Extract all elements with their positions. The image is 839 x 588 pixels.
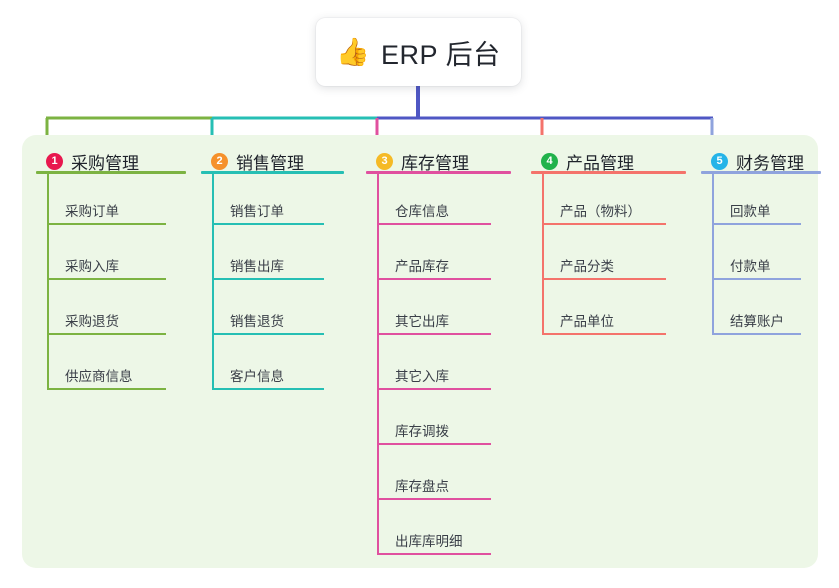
branch-leaf-rule <box>712 333 801 335</box>
branch-leaf-label: 结算账户 <box>730 314 784 329</box>
branch-leaf-label: 产品分类 <box>560 259 614 274</box>
branch-leaf[interactable]: 库存调拨 <box>377 415 503 445</box>
branch-column-2: 2 销售管理销售订单销售出库销售退货客户信息 <box>201 135 344 396</box>
branch-leaf[interactable]: 客户信息 <box>212 360 336 390</box>
branch-leaf-rule <box>377 553 491 555</box>
branch-leaf-label: 采购退货 <box>65 314 119 329</box>
branch-leaf-label: 其它出库 <box>395 314 449 329</box>
branch-leaf-label: 付款单 <box>730 259 771 274</box>
branch-leaf[interactable]: 销售退货 <box>212 305 336 335</box>
branch-leaf-rule <box>542 278 666 280</box>
branch-header-rule <box>366 171 511 174</box>
branch-leaf-rule <box>212 333 324 335</box>
branch-number-badge: 1 <box>46 152 63 170</box>
branch-leaf-label: 库存盘点 <box>395 479 449 494</box>
branch-leaf-label: 回款单 <box>730 204 771 219</box>
branch-leaf-rule <box>47 333 166 335</box>
branch-spine <box>377 171 379 555</box>
branch-leaf-rule <box>47 278 166 280</box>
branch-leaf-rule <box>47 223 166 225</box>
branch-leaf-label: 出库库明细 <box>395 534 463 549</box>
branch-column-3: 3 库存管理仓库信息产品库存其它出库其它入库库存调拨库存盘点出库库明细 <box>366 135 511 561</box>
branch-leaf-rule <box>377 443 491 445</box>
branch-title: 采购管理 <box>71 153 139 173</box>
branch-title: 产品管理 <box>566 153 634 173</box>
branch-leaf[interactable]: 出库库明细 <box>377 525 503 555</box>
branch-leaf-rule <box>212 388 324 390</box>
branch-header-rule <box>701 171 821 174</box>
branch-leaf-label: 客户信息 <box>230 369 284 384</box>
branch-leaf[interactable]: 产品（物料） <box>542 195 678 225</box>
branch-leaf[interactable]: 供应商信息 <box>47 360 178 390</box>
branch-leaf[interactable]: 采购订单 <box>47 195 178 225</box>
root-title: ERP 后台 <box>381 39 501 70</box>
branch-header-rule <box>36 171 186 174</box>
branch-leaf-label: 库存调拨 <box>395 424 449 439</box>
branch-header-1[interactable]: 1 采购管理 <box>36 147 139 175</box>
branch-spine <box>542 171 544 335</box>
branch-leaf-label: 产品（物料） <box>560 204 641 219</box>
branch-header-4[interactable]: 4 产品管理 <box>531 147 634 175</box>
branch-leaf[interactable]: 采购退货 <box>47 305 178 335</box>
branch-title: 库存管理 <box>401 153 469 173</box>
branch-leaf-rule <box>377 388 491 390</box>
branch-leaf-label: 销售订单 <box>230 204 284 219</box>
branch-leaf-label: 产品单位 <box>560 314 614 329</box>
branch-number-badge: 4 <box>541 152 558 170</box>
branch-leaf-rule <box>212 223 324 225</box>
branch-header-5[interactable]: 5 财务管理 <box>701 147 804 175</box>
branch-leaf-rule <box>377 278 491 280</box>
branch-leaf-label: 销售出库 <box>230 259 284 274</box>
branch-leaf-rule <box>712 278 801 280</box>
branch-leaf-rule <box>47 388 166 390</box>
branch-leaf[interactable]: 库存盘点 <box>377 470 503 500</box>
thumbs-up-emoji: 👍 <box>336 36 371 67</box>
branch-leaf-label: 供应商信息 <box>65 369 133 384</box>
branch-leaf-label: 采购订单 <box>65 204 119 219</box>
branch-number-badge: 3 <box>376 152 393 170</box>
branch-leaf-rule <box>712 223 801 225</box>
branch-leaf[interactable]: 销售出库 <box>212 250 336 280</box>
branch-leaf[interactable]: 付款单 <box>712 250 813 280</box>
branch-leaf-label: 仓库信息 <box>395 204 449 219</box>
branch-leaf[interactable]: 结算账户 <box>712 305 813 335</box>
branch-leaf[interactable]: 产品分类 <box>542 250 678 280</box>
branch-header-rule <box>531 171 686 174</box>
branch-number-badge: 2 <box>211 152 228 170</box>
branch-header-rule <box>201 171 344 174</box>
root-node-card[interactable]: 👍 ERP 后台 <box>316 18 521 86</box>
branch-column-4: 4 产品管理产品（物料） 产品分类产品单位 <box>531 135 686 341</box>
branch-spine <box>712 171 714 335</box>
branch-title: 销售管理 <box>236 153 304 173</box>
branch-leaf[interactable]: 销售订单 <box>212 195 336 225</box>
branch-column-1: 1 采购管理采购订单采购入库采购退货供应商信息 <box>36 135 186 396</box>
branch-leaf-rule <box>377 223 491 225</box>
branch-leaf[interactable]: 其它出库 <box>377 305 503 335</box>
branch-column-5: 5 财务管理回款单付款单结算账户 <box>701 135 821 341</box>
branch-leaf-rule <box>377 498 491 500</box>
branch-leaf[interactable]: 产品单位 <box>542 305 678 335</box>
branch-title: 财务管理 <box>736 153 804 173</box>
branch-header-2[interactable]: 2 销售管理 <box>201 147 304 175</box>
branch-leaf-label: 采购入库 <box>65 259 119 274</box>
branch-leaf[interactable]: 回款单 <box>712 195 813 225</box>
branch-spine <box>212 171 214 390</box>
branch-leaf-label: 其它入库 <box>395 369 449 384</box>
branch-leaf-rule <box>212 278 324 280</box>
branch-leaf-rule <box>542 223 666 225</box>
branch-leaf-rule <box>542 333 666 335</box>
branch-leaf[interactable]: 其它入库 <box>377 360 503 390</box>
branch-leaf-rule <box>377 333 491 335</box>
branch-header-3[interactable]: 3 库存管理 <box>366 147 469 175</box>
branch-leaf[interactable]: 采购入库 <box>47 250 178 280</box>
branch-leaf-label: 销售退货 <box>230 314 284 329</box>
branch-leaf[interactable]: 产品库存 <box>377 250 503 280</box>
branch-leaf[interactable]: 仓库信息 <box>377 195 503 225</box>
branches-panel <box>22 135 818 568</box>
branch-leaf-label: 产品库存 <box>395 259 449 274</box>
branch-number-badge: 5 <box>711 152 728 170</box>
branch-spine <box>47 171 49 390</box>
